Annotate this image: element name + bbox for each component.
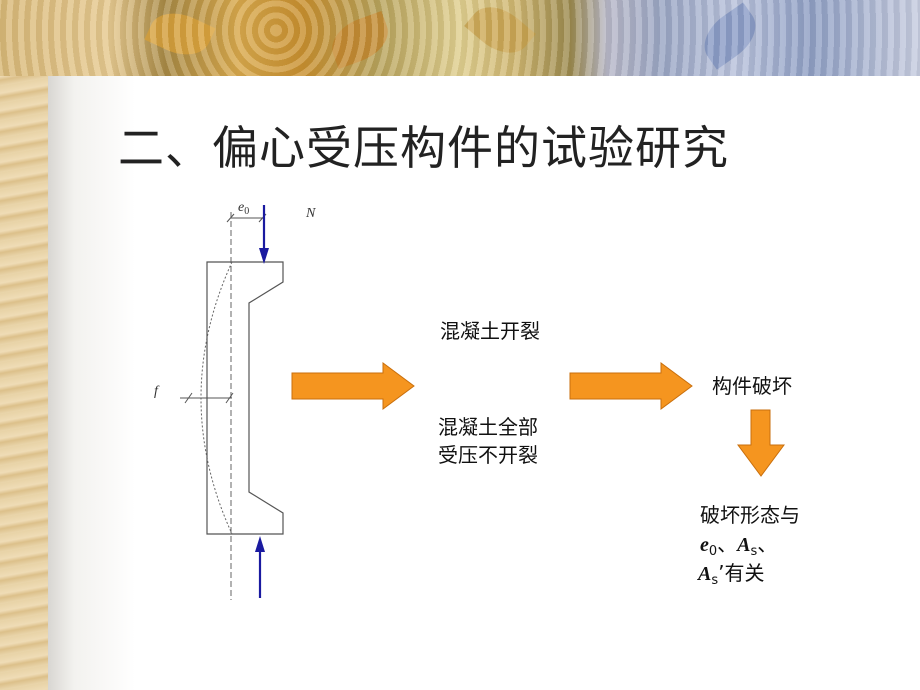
slide-title: 二、偏心受压构件的试验研究 [118,121,729,175]
form-line3: As’有关 [698,561,765,588]
column-outline [206,261,284,535]
arrow-to-crack-states [291,362,415,410]
f-label: f [154,384,158,399]
decorative-left-strip [0,0,48,690]
decorative-top-band [0,0,920,76]
e0-label: e0 [238,200,250,217]
f-tick-right [225,392,234,404]
f-tick-left [184,392,193,404]
slide-content-area [48,76,920,690]
arrow-down-to-form [737,409,785,477]
bottom-force-arrowhead [255,536,265,552]
stage-no-crack-line2: 受压不开裂 [438,443,538,467]
stage-crack-label: 混凝土开裂 [440,319,540,343]
stage-no-crack-line1: 混凝土全部 [438,415,538,439]
top-force-arrowhead [259,248,269,264]
form-line1: 破坏形态与 [700,503,800,527]
n-label: N [306,206,316,221]
arrow-to-failure [569,362,693,410]
stage-failure-label: 构件破坏 [712,374,792,398]
form-line2: e0、As、 [700,532,778,559]
